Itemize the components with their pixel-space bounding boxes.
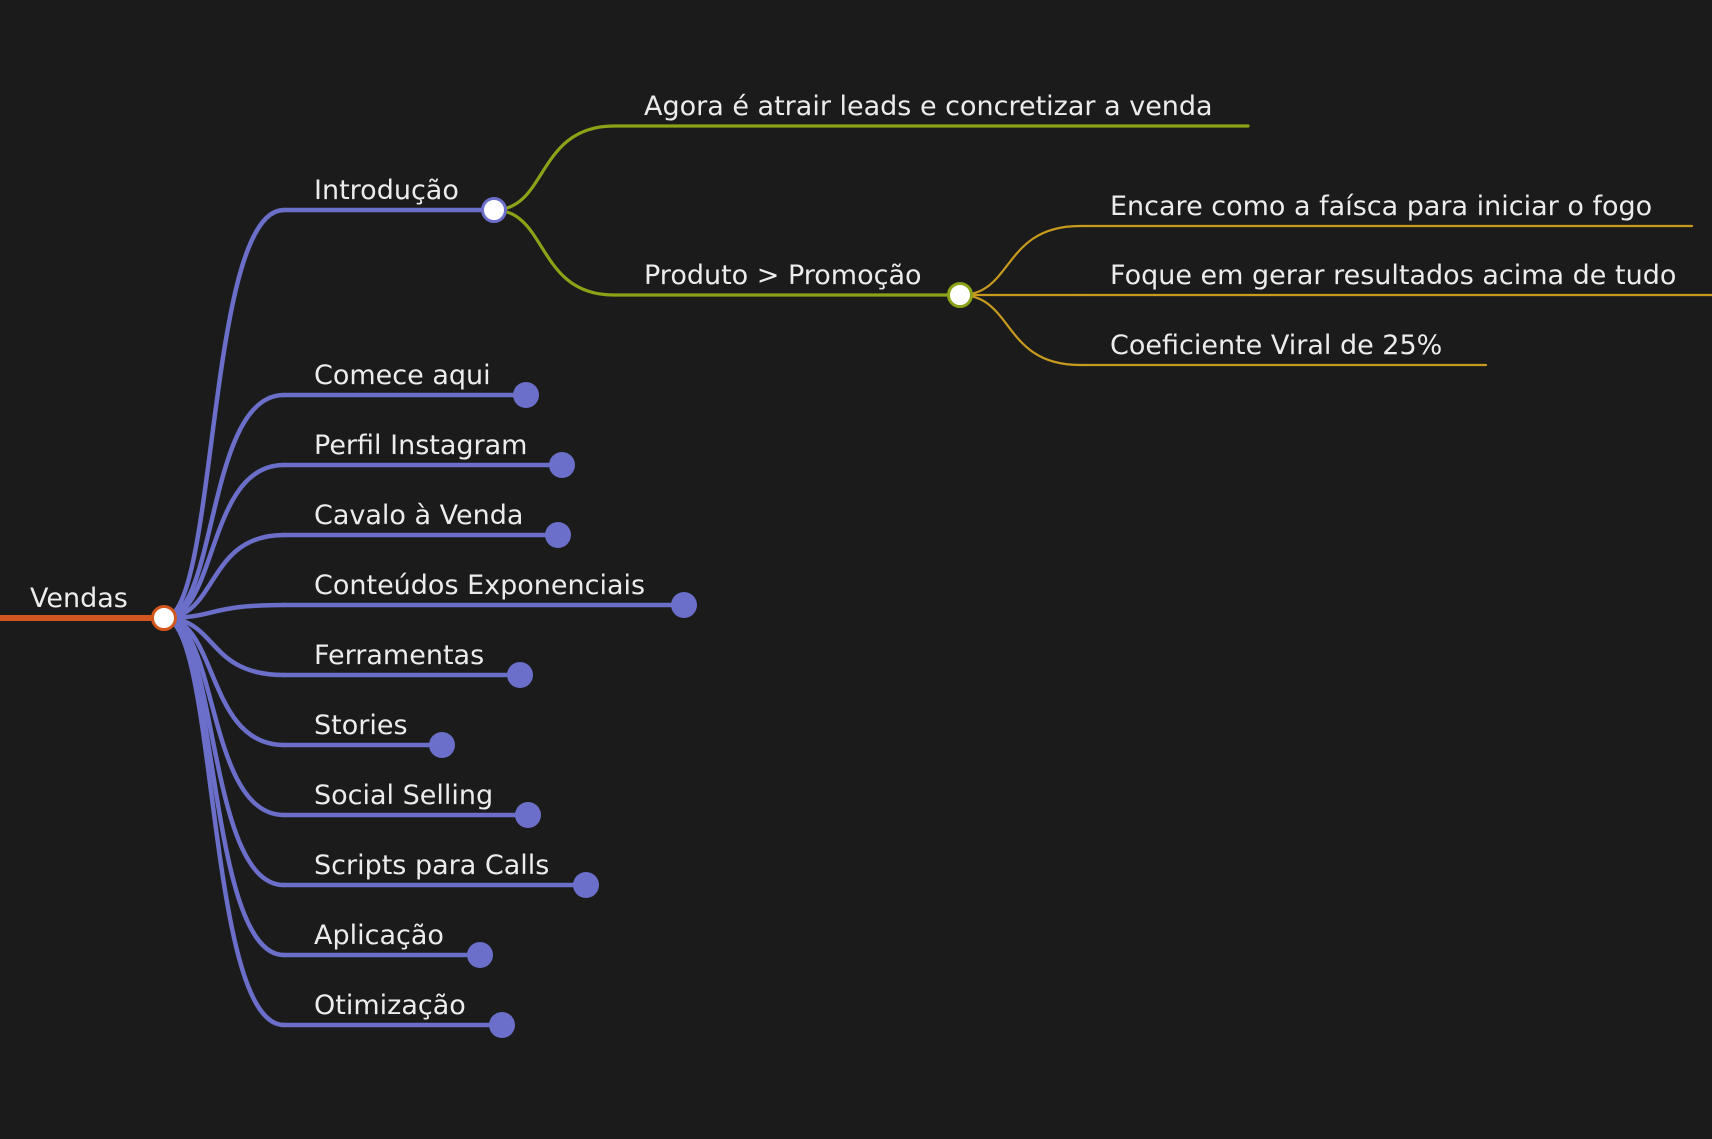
- branch-connector-introducao: [161, 207, 287, 621]
- expand-toggle-conteudos[interactable]: [671, 592, 697, 618]
- branch-connector-encare: [958, 224, 1082, 297]
- collapse-toggle-vendas[interactable]: [151, 605, 177, 631]
- collapse-toggle-introducao[interactable]: [481, 197, 507, 223]
- node-label-produto[interactable]: Produto > Promoção: [644, 260, 922, 291]
- mindmap-underlines: [0, 124, 1712, 1028]
- expand-toggle-comece[interactable]: [513, 382, 539, 408]
- mindmap-labels: Vendas Introdução Agora é atrair leads e c…: [30, 91, 1676, 1021]
- node-label-foque[interactable]: Foque em gerar resultados acima de tudo: [1110, 260, 1676, 291]
- mindmap-edges: [161, 124, 1082, 1028]
- collapse-toggle-produto[interactable]: [947, 282, 973, 308]
- branch-connector-agora: [492, 124, 616, 212]
- branch-connector-otimizacao: [161, 615, 287, 1028]
- node-label-conteudos[interactable]: Conteúdos Exponenciais: [314, 570, 645, 601]
- expand-toggle-perfil[interactable]: [549, 452, 575, 478]
- branch-connector-comece: [161, 392, 287, 621]
- expand-toggle-scripts[interactable]: [573, 872, 599, 898]
- branch-connector-conteudos: [161, 602, 287, 621]
- expand-toggle-aplicacao[interactable]: [467, 942, 493, 968]
- node-label-otimizacao[interactable]: Otimização: [314, 990, 466, 1021]
- expand-toggle-social[interactable]: [515, 802, 541, 828]
- expand-toggle-otimizacao[interactable]: [489, 1012, 515, 1038]
- node-label-ferramentas[interactable]: Ferramentas: [314, 640, 484, 671]
- node-label-coeficiente[interactable]: Coeficiente Viral de 25%: [1110, 330, 1442, 361]
- node-label-social[interactable]: Social Selling: [314, 780, 493, 811]
- branch-connector-perfil: [161, 462, 287, 621]
- node-label-scripts[interactable]: Scripts para Calls: [314, 850, 549, 881]
- node-label-introducao[interactable]: Introdução: [314, 175, 459, 206]
- node-label-agora[interactable]: Agora é atrair leads e concretizar a ven…: [644, 91, 1213, 122]
- node-label-vendas[interactable]: Vendas: [30, 583, 128, 614]
- expand-toggle-stories[interactable]: [429, 732, 455, 758]
- mindmap-handles: [151, 197, 973, 1038]
- node-label-stories[interactable]: Stories: [314, 710, 408, 741]
- node-label-comece[interactable]: Comece aqui: [314, 360, 491, 391]
- node-label-cavalo[interactable]: Cavalo à Venda: [314, 500, 523, 531]
- branch-connector-coeficiente: [958, 293, 1082, 367]
- node-label-encare[interactable]: Encare como a faísca para iniciar o fogo: [1110, 191, 1652, 222]
- node-label-perfil[interactable]: Perfil Instagram: [314, 430, 527, 461]
- expand-toggle-cavalo[interactable]: [545, 522, 571, 548]
- branch-connector-cavalo: [161, 532, 287, 621]
- node-label-aplicacao[interactable]: Aplicação: [314, 920, 444, 951]
- expand-toggle-ferramentas[interactable]: [507, 662, 533, 688]
- branch-connector-produto: [492, 208, 616, 297]
